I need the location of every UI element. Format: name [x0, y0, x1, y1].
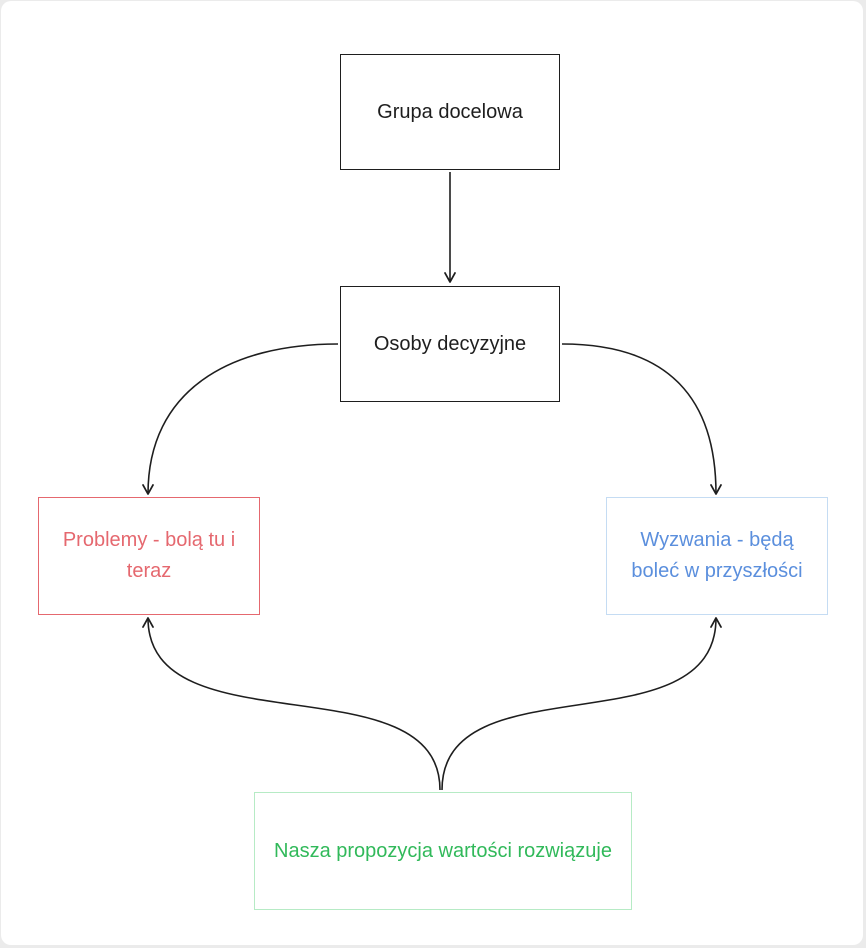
edge-nasza-to-wyzwania: [441, 617, 722, 791]
node-problemy-label: Problemy - bolą tu i teraz: [62, 529, 236, 582]
node-grupa-docelowa: Grupa docelowa: [340, 54, 560, 170]
edge-osoby-to-problemy: [142, 343, 339, 495]
edge-nasza-to-problemy: [142, 617, 441, 791]
node-problemy: Problemy - bolą tu i teraz: [38, 497, 260, 615]
node-grupa-docelowa-label: Grupa docelowa: [377, 100, 523, 123]
node-osoby-decyzyjne: Osoby decyzyjne: [340, 286, 560, 402]
node-nasza-propozycja-label: Nasza propozycja wartości rozwiązuje: [274, 839, 612, 862]
node-osoby-decyzyjne-label: Osoby decyzyjne: [373, 332, 527, 355]
edge-osoby-to-wyzwania: [561, 343, 722, 495]
node-wyzwania-label: Wyzwania - będą boleć w przyszłości: [631, 529, 803, 582]
node-nasza-propozycja: Nasza propozycja wartości rozwiązuje: [254, 792, 632, 910]
node-wyzwania: Wyzwania - będą boleć w przyszłości: [606, 497, 828, 615]
